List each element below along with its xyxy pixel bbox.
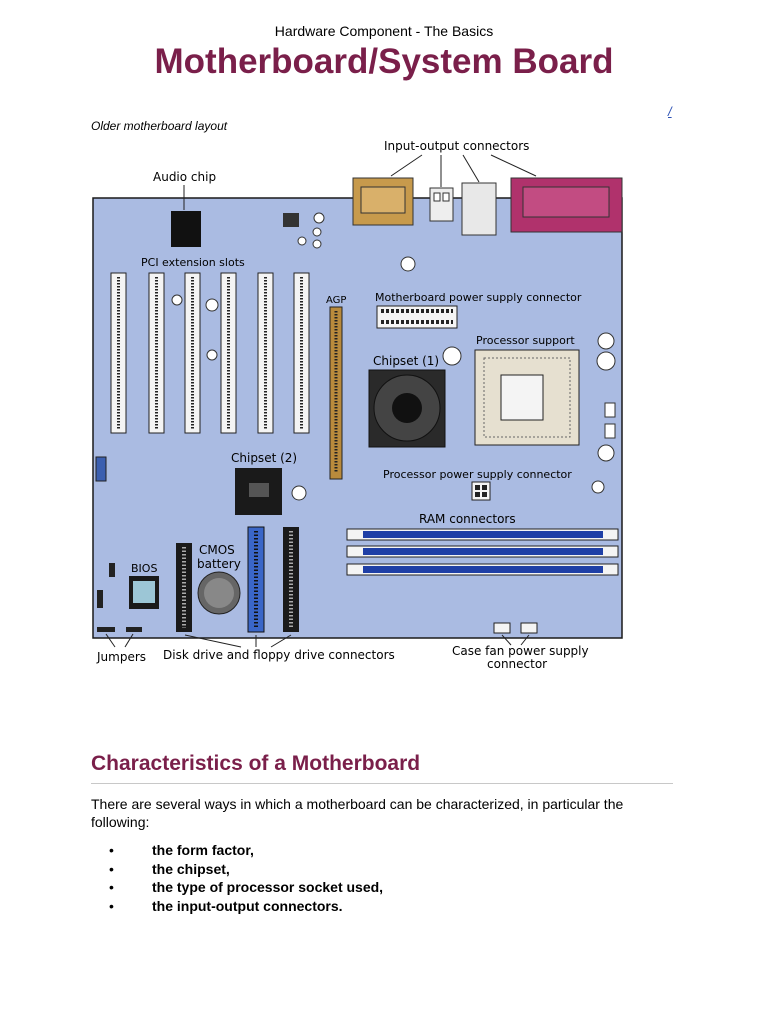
small-chip [283,213,299,227]
list-item: • the chipset, [91,860,383,879]
label-chipset-1: Chipset (1) [373,354,439,368]
section-title: Characteristics of a Motherboard [91,752,421,775]
page-title: Motherboard/System Board [154,42,614,81]
case-fan-connector-1 [493,622,511,634]
label-cmos: CMOS [199,543,235,557]
pci-slots [110,272,310,434]
label-processor-support: Processor support [476,334,575,347]
header-pins [95,456,107,482]
label-chipset-2: Chipset (2) [231,451,297,465]
list-item-text: the type of processor socket used, [152,879,384,895]
motherboard-diagram: Input-output connectors Audio chip PCI e… [92,139,623,671]
case-fan-connector-2 [520,622,538,634]
section-divider [91,783,673,784]
label-audio-chip: Audio chip [153,170,216,184]
bullet-icon: • [109,842,114,858]
audio-chip [171,211,201,247]
list-item-text: the input-output connectors. [152,897,343,914]
label-battery: battery [197,557,241,571]
label-case-fan-connector: connector [487,657,547,671]
list-item-text: the form factor, [152,842,254,858]
list-item: • the form factor, [91,841,383,860]
list-item: • the input-output connectors. [91,897,383,916]
corner-link[interactable]: / [668,104,672,119]
ram-connectors [346,528,619,576]
label-agp: AGP [326,295,346,306]
io-connectors [352,177,623,236]
list-item-text: the chipset, [152,860,230,877]
label-bios: BIOS [131,562,157,575]
intro-paragraph: There are several ways in which a mother… [91,796,624,830]
figure-caption: Older motherboard layout [91,119,228,133]
list-item: • the type of processor socket used, [91,878,383,897]
label-disk-connectors: Disk drive and floppy drive connectors [163,648,395,662]
characteristics-list: • the form factor, • the chipset, • the typ… [91,841,383,915]
drive-connectors [176,526,299,633]
bullet-icon: • [109,860,114,877]
label-case-fan: Case fan power supply [452,644,589,658]
bullet-icon: • [109,897,114,914]
label-jumpers: Jumpers [96,650,146,664]
bullet-icon: • [109,879,114,895]
label-proc-power: Processor power supply connector [383,468,572,481]
page-header: Hardware Component - The Basics [274,23,494,39]
label-pci-slots: PCI extension slots [141,256,245,269]
jumper-2 [126,627,142,632]
label-mb-power: Motherboard power supply connector [375,291,582,304]
jumper-1 [97,627,115,632]
label-ram-connectors: RAM connectors [419,512,516,526]
label-io-connectors: Input-output connectors [384,139,529,153]
proc-power-connector [471,481,491,501]
